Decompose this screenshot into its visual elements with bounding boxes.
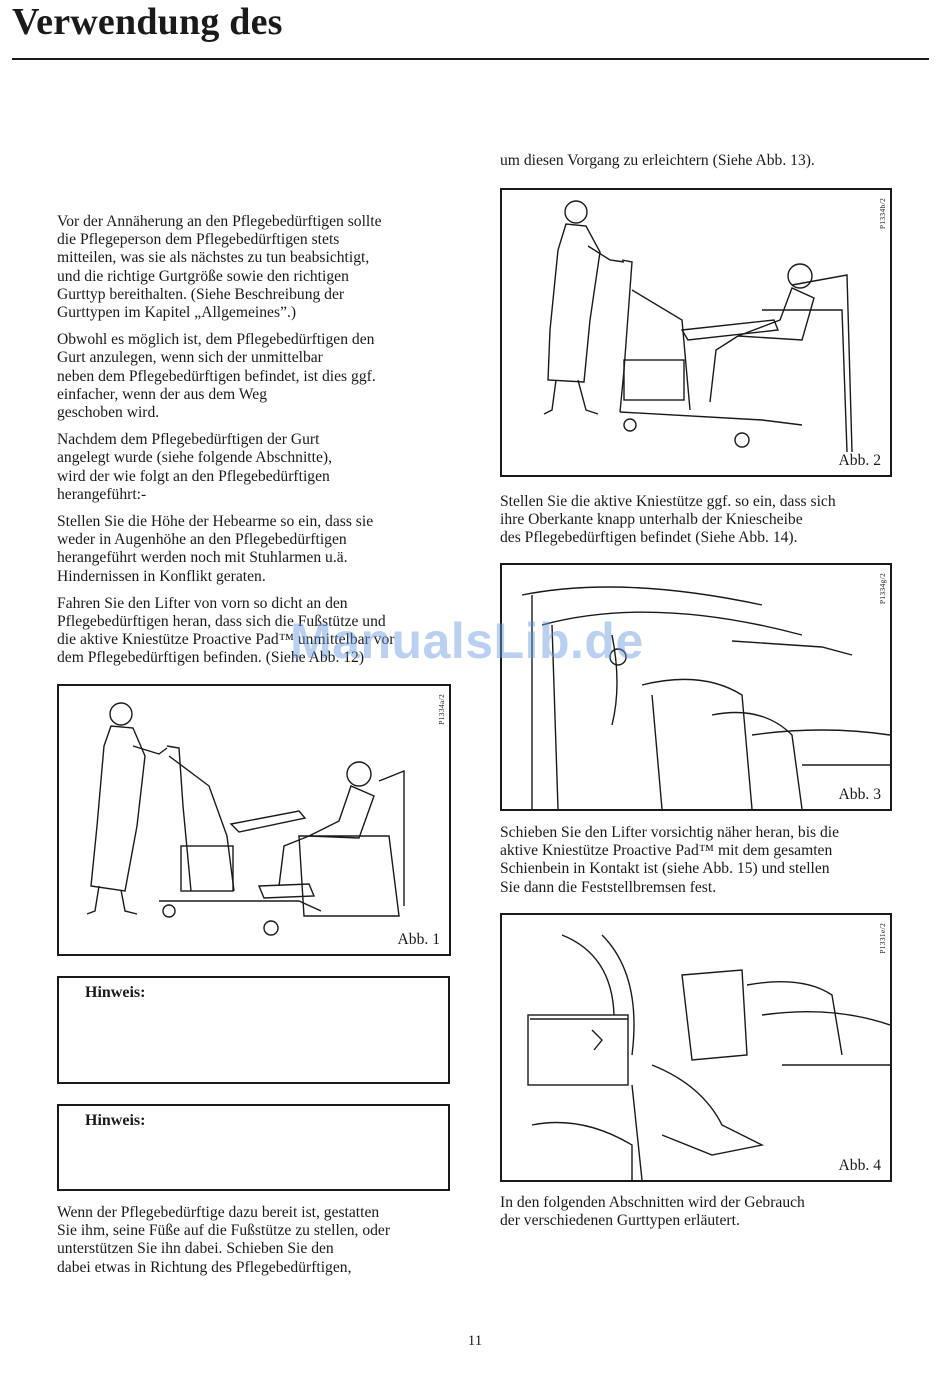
paragraph-sling-types: In den folgenden Abschnitten wird der Ge…	[500, 1194, 805, 1230]
paragraph-footrest: Wenn der Pflegebedürftige dazu bereit is…	[57, 1204, 391, 1276]
right-top-line: um diesen Vorgang zu erleichtern (Siehe …	[500, 152, 815, 169]
paragraph-knee-pad: Stellen Sie die aktive Kniestütze ggf. s…	[500, 493, 836, 547]
figure-1-illustration	[86, 702, 405, 936]
note-2-title: Hinweis:	[85, 1112, 146, 1129]
figure-3-label: Abb. 3	[837, 786, 882, 804]
page-number: 11	[467, 1333, 483, 1349]
figure-1-label: Abb. 1	[396, 931, 441, 949]
figure-2: P1334b/2 Abb. 2	[500, 188, 892, 477]
figure-4-label: Abb. 4	[837, 1157, 882, 1175]
figure-4-code: P1331e/2	[878, 923, 887, 954]
figure-2-illustration	[543, 200, 853, 453]
note-box-1: Hinweis:	[57, 976, 450, 1084]
figure-2-code: P1334b/2	[878, 198, 887, 230]
paragraph-boom-height: Stellen Sie die Höhe der Hebearme so ein…	[57, 513, 374, 585]
left-column-text: Vor der Annäherung an den Pflegebedürfti…	[57, 213, 449, 677]
paragraph-bring-lifter: Nachdem dem Pflegebedürftigen der Gurt a…	[57, 431, 332, 503]
figure-4: P1331e/2 Abb. 4	[500, 913, 892, 1182]
paragraph-drive-forward: Fahren Sie den Lifter von vorn so dicht …	[57, 594, 395, 667]
paragraph-brakes: Schieben Sie den Lifter vorsichtig näher…	[500, 824, 840, 896]
paragraph-sling-fitting: Obwohl es möglich ist, dem Pflegebedürft…	[57, 331, 376, 422]
figure-2-label: Abb. 2	[837, 452, 882, 470]
note-box-2: Hinweis:	[57, 1104, 450, 1191]
figure-3-illustration	[521, 586, 890, 809]
figure-3-code: P1334g/2	[878, 573, 887, 605]
title-divider	[12, 58, 929, 60]
paragraph-approach: Vor der Annäherung an den Pflegebedürfti…	[57, 213, 382, 322]
page-title: Verwendung des	[12, 1, 283, 43]
note-1-title: Hinweis:	[85, 984, 146, 1001]
figure-1: P1334a/2 Abb. 1	[57, 684, 451, 956]
figure-1-code: P1334a/2	[437, 694, 446, 725]
figure-4-illustration	[527, 934, 890, 1180]
figure-3: P1334g/2 Abb. 3	[500, 563, 892, 811]
